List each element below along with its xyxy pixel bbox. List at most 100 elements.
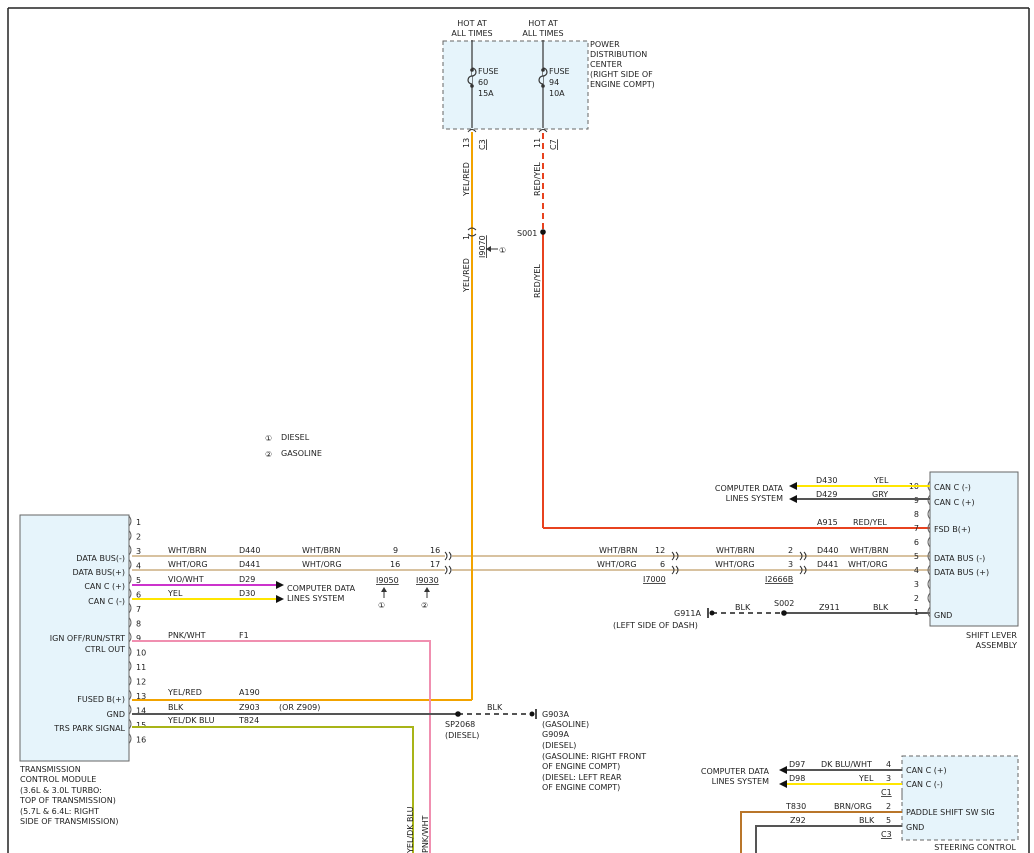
sp2068-note: (DIESEL) (445, 731, 479, 740)
sp2068-label: SP2068 (445, 720, 475, 729)
sla-d441: D441 (817, 560, 838, 569)
sla-pin-3: 3 (914, 580, 919, 589)
scm-conn-c3: C3 (881, 830, 892, 839)
i9050-note: ① (378, 601, 385, 610)
g903-1: (GASOLINE) (542, 720, 589, 729)
ground-g903a (529, 711, 535, 717)
tcm-box (19, 514, 130, 762)
wire-d98-arrow (779, 780, 787, 788)
sla-pin-bracket (927, 606, 931, 618)
r13-color: YEL/RED (167, 688, 202, 697)
tcm-caption-4: (5.7L & 6.4L: RIGHT (20, 807, 99, 816)
sla-redyel: RED/YEL (853, 518, 887, 527)
mid-wb2: WHT/BRN (716, 546, 755, 555)
r4-color-2: WHT/ORG (302, 560, 342, 569)
pdc-box (442, 40, 589, 130)
r5-color: VIO/WHT (168, 575, 204, 584)
i9070-connector (467, 227, 477, 237)
tcm-pin-11: 11 (136, 663, 146, 672)
i9050-arrowhead (381, 587, 387, 592)
wire-d97-arrow (779, 766, 787, 774)
power-distribution-center: HOT AT ALL TIMES HOT AT ALL TIMES POWER … (442, 19, 655, 150)
g903-2: G909A (542, 730, 569, 739)
g911a-label: G911A (674, 609, 701, 618)
tcm-pin-bracket (128, 646, 132, 657)
i9070-note: ① (499, 246, 506, 255)
mid-blk: BLK (873, 603, 889, 612)
tcm-pin-bracket (128, 631, 132, 643)
wire-red-yel-label-1: RED/YEL (533, 162, 542, 196)
mid-pin-3: 3 (788, 560, 793, 569)
tcm-wires: WHT/BRN D440 WHT/BRN 9 16 WHT/ORG D441 W… (132, 540, 930, 853)
sla-pin-7: 7 (914, 524, 919, 533)
sla-dest-0: COMPUTER DATA (715, 484, 784, 493)
tcm-pin-12: 12 (136, 678, 146, 687)
sla-wb: WHT/BRN (850, 546, 889, 555)
r15-circuit: T824 (238, 716, 259, 725)
scm-conn-c1: C1 (881, 788, 892, 797)
tcm-pin-7: 7 (136, 605, 141, 614)
tcm-pin-bracket (128, 675, 132, 686)
tcm-pin-bracket (128, 544, 132, 556)
i9030-note: ② (421, 601, 428, 610)
tcm-label-ctrl-out: CTRL OUT (85, 645, 125, 654)
tcm-pin-bracket (128, 718, 132, 730)
r5-circuit: D29 (239, 575, 255, 584)
wire-yel-red-label-1: YEL/RED (462, 162, 471, 197)
mid-z911: Z911 (819, 603, 840, 612)
sla-caption-1: ASSEMBLY (976, 641, 1017, 650)
pdc-title-3: (RIGHT SIDE OF (590, 70, 653, 79)
r14-circuit: Z903 (239, 703, 260, 712)
sla-gry: GRY (872, 490, 888, 499)
hot-label-2: HOT AT (528, 19, 558, 28)
sla-pin-bracket (927, 508, 931, 520)
tcm-pin-5: 5 (136, 576, 141, 585)
pdc-title-1: DISTRIBUTION (590, 50, 647, 59)
tcm-label-fused-b: FUSED B(+) (77, 695, 125, 704)
r9-circuit: F1 (239, 631, 249, 640)
fuse-60-number: 60 (478, 78, 488, 87)
r4-circuit: D441 (239, 560, 260, 569)
tcm-pin-bracket (128, 573, 132, 585)
pdc-connector-arcs (467, 129, 548, 133)
scm-label-paddle: PADDLE SHIFT SW SIG (906, 808, 995, 817)
sla-pin-5: 5 (914, 552, 919, 561)
fuse-60-symbol (467, 67, 477, 85)
fuse-60-rating: 15A (478, 89, 494, 98)
scm-pin-2: 2 (886, 802, 891, 811)
sla-pin-2: 2 (914, 594, 919, 603)
mid-pin-12: 12 (655, 546, 665, 555)
wire-d29-arrow (276, 581, 284, 589)
tcm-pin-bracket (128, 617, 132, 628)
pdc-conn-c3: C3 (478, 139, 487, 150)
tcm-pin-13: 13 (136, 692, 146, 701)
r4-pin-2: 17 (430, 560, 440, 569)
r3-pin-1: 9 (393, 546, 398, 555)
scm-z92: Z92 (790, 816, 806, 825)
sla-yel: YEL (873, 476, 889, 485)
tcm-inline-connectors (444, 551, 452, 575)
g903-5: OF ENGINE COMPT) (542, 762, 620, 771)
tcm-label-ign: IGN OFF/RUN/STRT (50, 634, 125, 643)
scm-pin-3: 3 (886, 774, 891, 783)
tcm-pin-1: 1 (136, 518, 141, 527)
i2666b-label: I2666B (765, 575, 793, 584)
i9070-label: I9070 (478, 235, 487, 258)
tcm-label-data-bus-pos: DATA BUS(+) (72, 568, 125, 577)
scm-dest-0: COMPUTER DATA (701, 767, 770, 776)
scm-label-can-neg: CAN C (-) (906, 780, 943, 789)
wire-yel-red-label-2: YEL/RED (462, 258, 471, 293)
pdc-title-0: POWER (590, 40, 620, 49)
pdc-title-4: ENGINE COMPT) (590, 80, 655, 89)
blk-diesel-label: BLK (487, 703, 503, 712)
splice-s001-label: S001 (517, 229, 537, 238)
fuse-60-dot-b (470, 84, 474, 88)
wire-t824-vertical-label: YEL/DK BLU (406, 806, 415, 853)
sla-pin-6: 6 (914, 538, 919, 547)
tcm-pin-4: 4 (136, 562, 141, 571)
sla-a915: A915 (817, 518, 838, 527)
i7000-connector (671, 551, 679, 575)
hot-label-2b: ALL TIMES (522, 29, 563, 38)
